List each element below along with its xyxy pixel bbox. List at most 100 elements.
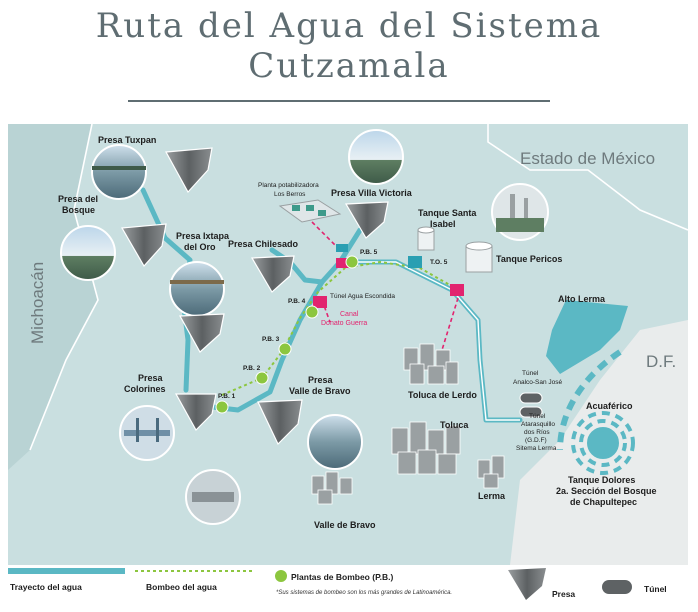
title-divider: [128, 100, 550, 102]
label-tanque-santa-1: Tanque Santa: [418, 208, 477, 218]
legend-trayecto-swatch: [8, 568, 125, 574]
photo-valle-bravo-planta: [185, 469, 241, 525]
canal-box-east: [450, 284, 464, 296]
label-presa-chilesado: Presa Chilesado: [228, 239, 299, 249]
region-estado-mexico: Estado de México: [520, 149, 655, 168]
label-toluca: Toluca: [440, 420, 469, 430]
label-pb3: P.B. 3: [262, 336, 280, 343]
photo-tanque-pericos: [491, 183, 549, 241]
label-atarasquillo-5: Sitema Lerma: [516, 445, 557, 452]
region-df: D.F.: [646, 352, 676, 371]
label-presa-valle-1: Presa: [308, 375, 334, 385]
label-atarasquillo-3: dos Ríos: [524, 429, 550, 436]
dam-ixtapa: [179, 313, 225, 353]
label-pb2: P.B. 2: [243, 365, 261, 372]
tunnel-atarasquillo: [519, 406, 543, 418]
city-toluca-icon: [391, 421, 461, 475]
label-tanque-santa-2: Isabel: [430, 219, 456, 229]
label-analco-1: Túnel: [522, 370, 539, 377]
legend-trayecto-label: Trayecto del agua: [10, 582, 82, 592]
legend-plantas-label: Plantas de Bombeo (P.B.): [291, 572, 394, 582]
acuaferico-route: [557, 349, 622, 451]
tanque-pericos-icon: [465, 241, 493, 273]
tunnel-analco: [519, 392, 543, 404]
pb4-station: [305, 305, 319, 319]
planta-potabilizadora-icon: [278, 199, 342, 223]
region-michoacan: Michoacán: [28, 262, 47, 344]
legend-tunel-label: Túnel: [644, 584, 667, 594]
label-pb4: P.B. 4: [288, 298, 306, 305]
label-presa-bosque-1: Presa del: [58, 194, 98, 204]
label-alto-lerma: Alto Lerma: [558, 294, 606, 304]
label-acuaferico: Acuaférico: [586, 401, 633, 411]
photo-presa-tuxpan: [91, 144, 147, 200]
photo-presa-ixtapa: [169, 261, 225, 317]
michoacan-region: [8, 124, 98, 470]
legend-plantas-swatch: [275, 570, 287, 582]
label-atarasquillo-1: Túnel: [529, 413, 546, 420]
pb5-station: [345, 255, 359, 269]
dam-chilesado: [250, 255, 295, 293]
label-presa-ixtapa-2: del Oro: [184, 242, 216, 252]
label-presa-villa-victoria: Presa Villa Victoria: [331, 188, 413, 198]
label-dolores-1: Tanque Dolores: [568, 475, 635, 485]
label-presa-valle-2: Valle de Bravo: [289, 386, 351, 396]
label-canal-2: Donato Guerra: [321, 320, 367, 327]
label-pb1: P.B. 1: [218, 393, 236, 400]
label-dolores-2: 2a. Sección del Bosque: [556, 486, 657, 496]
tunnel-shapes: [519, 392, 543, 418]
label-planta-2: Los Berros: [274, 191, 306, 198]
label-dolores-3: de Chapultepec: [570, 497, 637, 507]
photo-presa-valle-bravo: [307, 414, 363, 470]
pb2-station: [255, 371, 269, 385]
label-presa-bosque-2: Bosque: [62, 205, 95, 215]
city-lerma-icon: [477, 455, 505, 489]
legend-presa-label: Presa: [552, 589, 575, 599]
legend-presa-icon: [508, 568, 546, 600]
label-toluca-lerdo: Toluca de Lerdo: [408, 390, 477, 400]
label-presa-colorines-2: Colorines: [124, 384, 166, 394]
dam-del-bosque: [121, 223, 167, 268]
pb3-station: [278, 342, 292, 356]
to5-marker: [408, 256, 422, 268]
dam-valle-bravo: [257, 399, 303, 446]
canal-box-pb5: [336, 258, 350, 268]
label-presa-colorines-1: Presa: [138, 373, 164, 383]
city-toluca-lerdo-icon: [403, 343, 459, 385]
legend-note: *Sus sistemas de bombeo son los más gran…: [276, 590, 452, 596]
label-tunel-agua-escondida: Túnel Agua Escondida: [330, 293, 395, 300]
page-title-line-2: Cutzamala: [248, 46, 450, 86]
michoacan-border: [29, 123, 99, 451]
label-analco-2: Analco-San José: [513, 379, 563, 386]
edomex-border: [487, 124, 689, 231]
pumping-stations: [215, 255, 359, 414]
dam-tuxpan: [165, 147, 213, 194]
legend: Trayecto del agua Bombeo del agua Planta…: [8, 568, 667, 600]
label-to5: T.O. 5: [430, 259, 448, 266]
label-canal-1: Canal: [340, 311, 359, 318]
dam-colorines: [174, 393, 217, 431]
label-atarasquillo-2: Atarasquillo: [521, 421, 555, 428]
label-tanque-pericos: Tanque Pericos: [496, 254, 562, 264]
city-valle-bravo-icon: [311, 471, 353, 505]
label-pb5: P.B. 5: [360, 249, 378, 256]
dam-villa-victoria: [344, 201, 389, 239]
label-planta-1: Planta potabilizadora: [258, 182, 319, 189]
presa-shapes: [121, 147, 389, 446]
photo-presa-del-bosque: [60, 225, 116, 281]
label-presa-tuxpan: Presa Tuxpan: [98, 135, 156, 145]
water-route-inner: [340, 261, 520, 421]
tanque-santa-isabel-icon: [417, 226, 435, 251]
photo-presa-colorines: [119, 405, 175, 461]
pb1-station: [215, 400, 229, 414]
legend-tunel-icon: [602, 580, 632, 594]
photo-presa-villa-victoria: [348, 129, 404, 185]
label-valle-bravo: Valle de Bravo: [314, 520, 376, 530]
label-presa-ixtapa-1: Presa Ixtapa: [176, 231, 230, 241]
label-lerma: Lerma: [478, 491, 506, 501]
legend-bombeo-label: Bombeo del agua: [146, 582, 217, 592]
canal-box-west: [313, 296, 327, 308]
pumping-route: [221, 260, 456, 396]
label-atarasquillo-4: (G.D.F): [525, 437, 547, 444]
